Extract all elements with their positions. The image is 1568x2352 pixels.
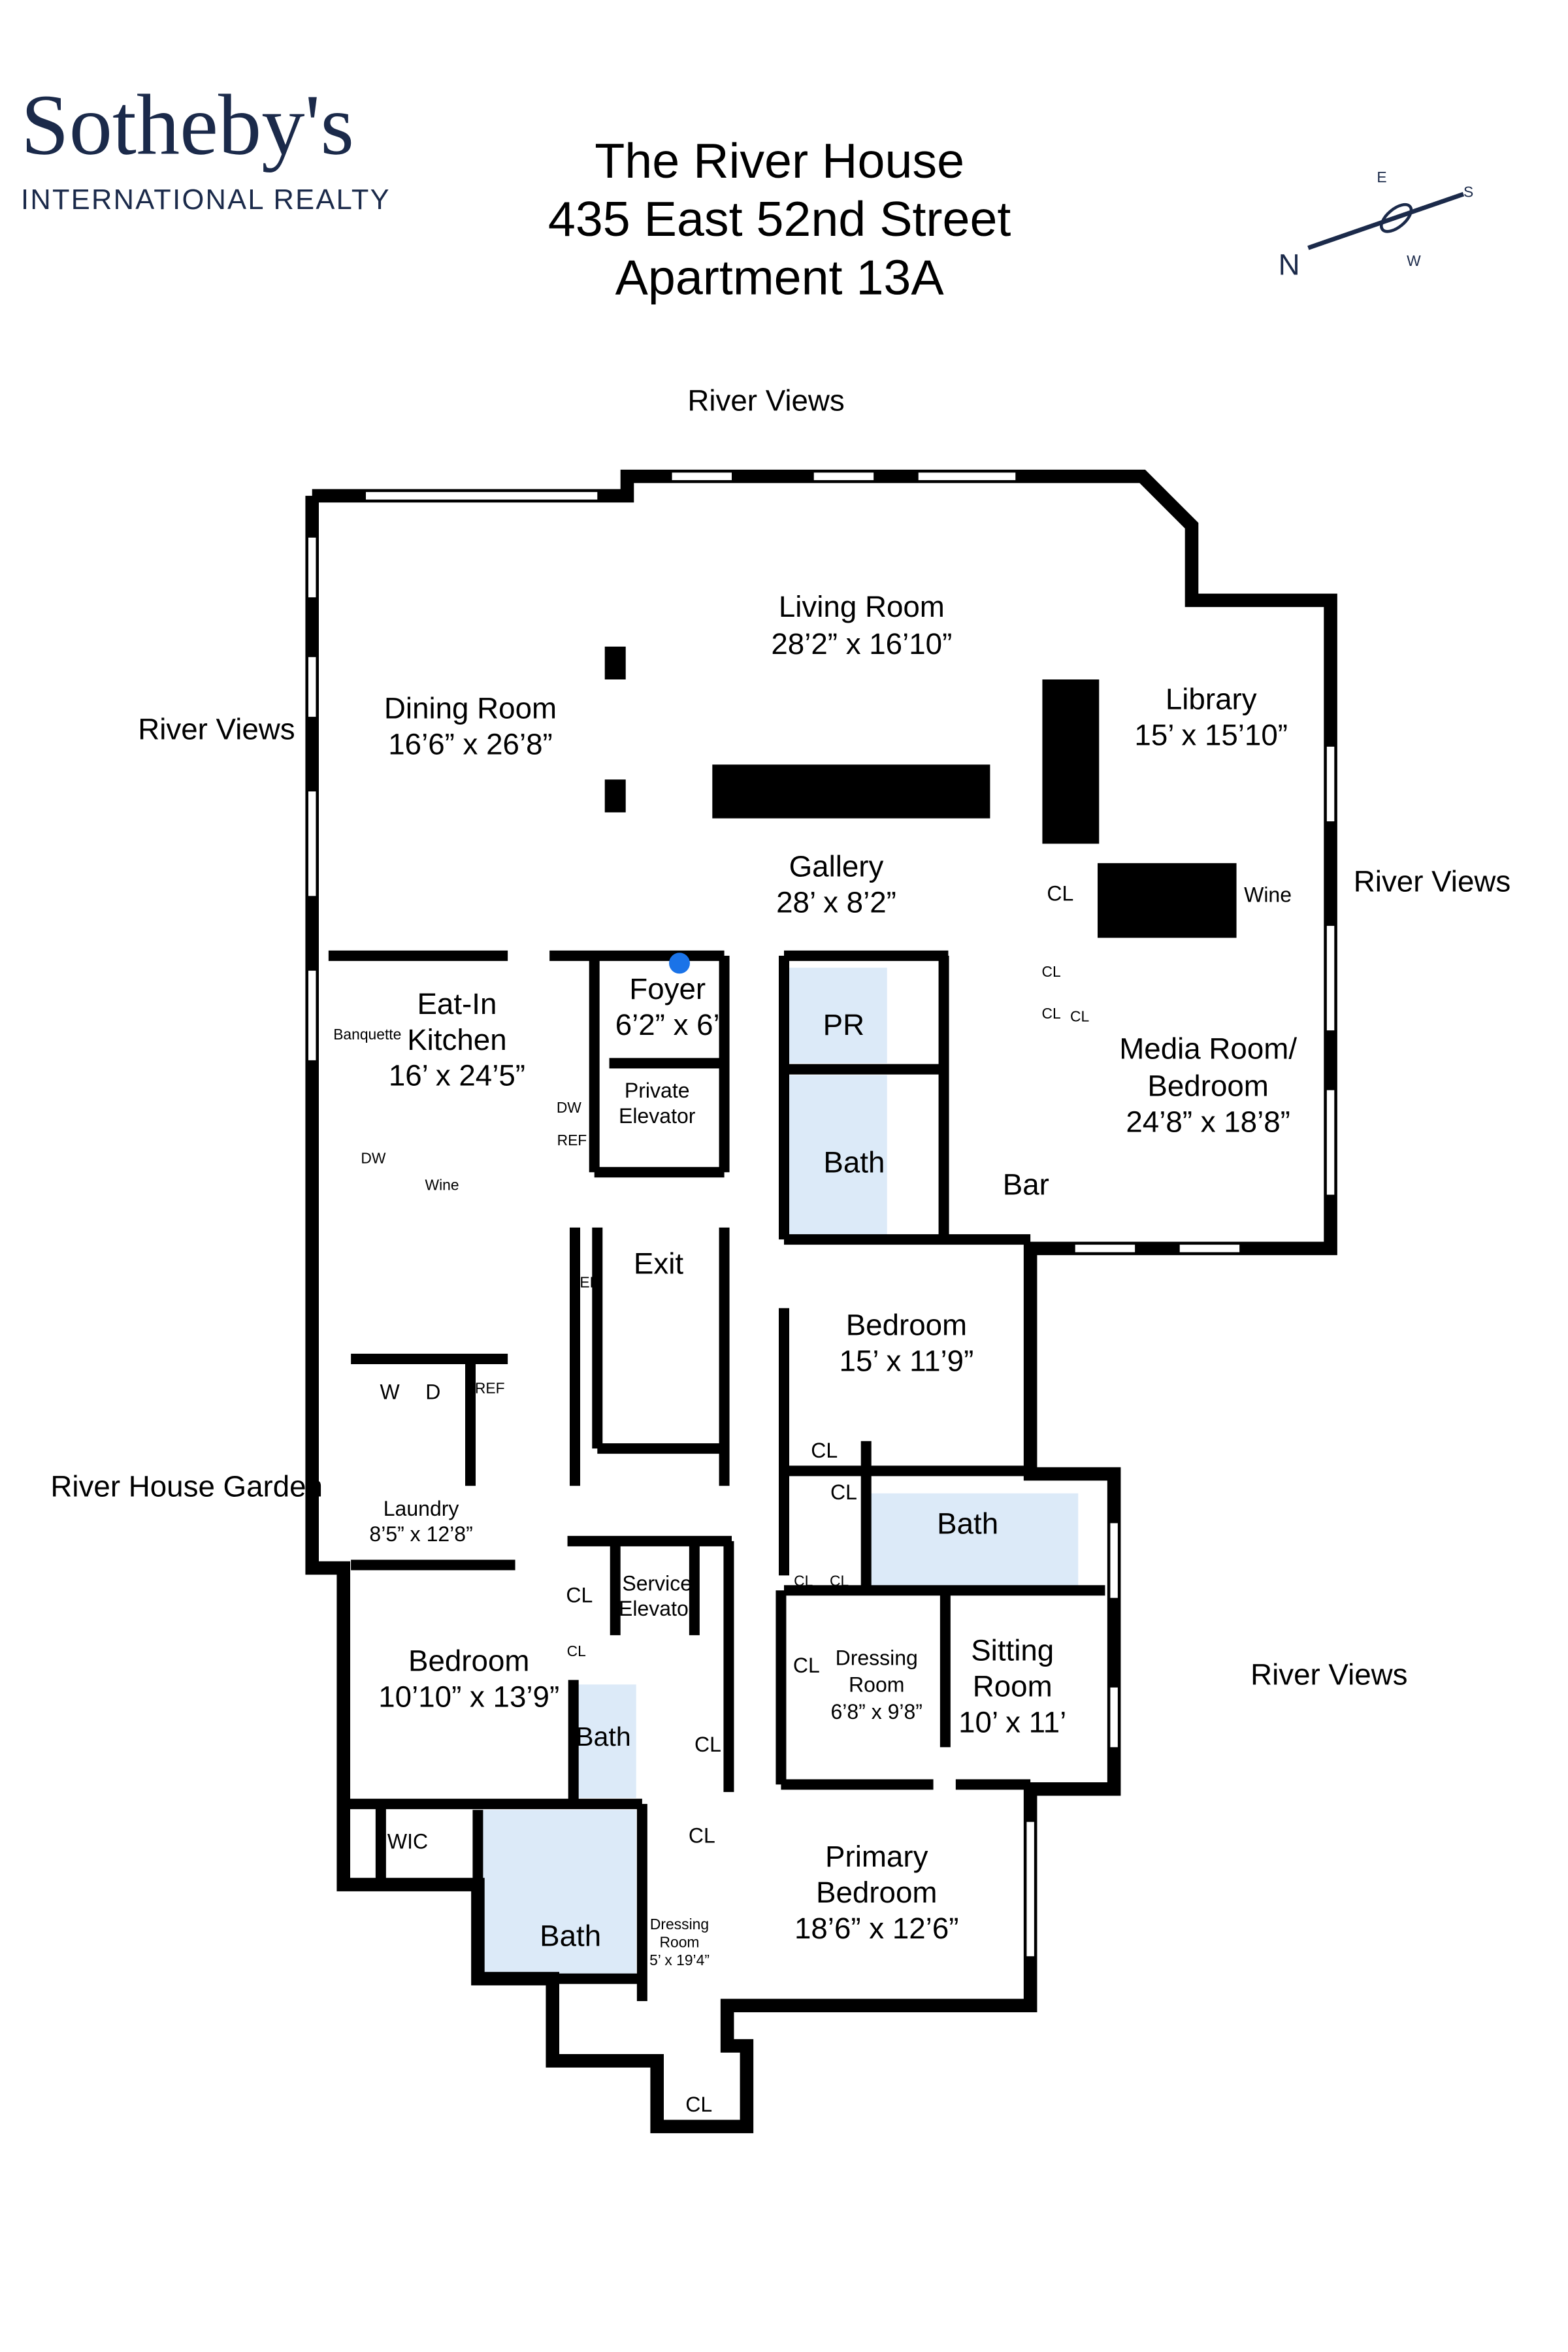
sothebys-logo: Sotheby's INTERNATIONAL REALTY — [21, 76, 391, 216]
dressing-room-2-label: Dressing — [650, 1916, 709, 1933]
media-room-dims: 24’8” x 18’8” — [1126, 1105, 1290, 1139]
dressing-room-2-dims: 5’ x 19’4” — [649, 1952, 710, 1968]
closet-label: CL — [1042, 1005, 1061, 1022]
bedroom-label: Bedroom — [846, 1308, 967, 1341]
bath-label: Bath — [823, 1145, 885, 1179]
title-address: 435 East 52nd Street — [548, 191, 1011, 246]
view-label-right-lower: River Views — [1250, 1658, 1407, 1691]
sitting-room-dims: 10’ x 11’ — [958, 1705, 1066, 1739]
view-label-left: River Views — [138, 712, 295, 745]
washer-label: W — [380, 1380, 400, 1404]
bar-label: Bar — [1003, 1168, 1049, 1201]
closet-label: CL — [830, 1572, 849, 1589]
private-elevator-label: Private — [625, 1079, 690, 1102]
bedroom-2-label: Bedroom — [408, 1644, 529, 1678]
dressing-room-label-2: Room — [849, 1673, 904, 1697]
closet-label: CL — [811, 1439, 838, 1462]
foyer-dims: 6’2” x 6’ — [615, 1008, 720, 1041]
kitchen-dims: 16’ x 24’5” — [389, 1059, 525, 1092]
dining-room-label: Dining Room — [384, 691, 557, 725]
wine-label: Wine — [1244, 883, 1292, 907]
dressing-room-dims: 6’8” x 9’8” — [830, 1700, 923, 1723]
powder-room-label: PR — [823, 1008, 865, 1041]
closet-label: CL — [566, 1584, 593, 1607]
logo-tagline: INTERNATIONAL REALTY — [21, 184, 391, 216]
library-label: Library — [1166, 683, 1257, 716]
living-room-label: Living Room — [779, 590, 945, 623]
sitting-room-label-2: Room — [973, 1670, 1053, 1703]
bath-label-2: Bath — [937, 1507, 998, 1540]
library-dims: 15’ x 15’10” — [1134, 719, 1288, 752]
wine-fridge-label: Wine — [425, 1177, 459, 1194]
service-elevator-label-2: Elevator — [619, 1597, 696, 1620]
compass-e: E — [1377, 169, 1386, 186]
media-room-label-2: Bedroom — [1147, 1070, 1268, 1103]
garden-label: River House Garden — [50, 1469, 323, 1503]
closet-label: CL — [1070, 1007, 1089, 1024]
kitchen-label-2: Kitchen — [407, 1023, 506, 1056]
dressing-room-2-label-2: Room — [660, 1934, 700, 1951]
logo-wordmark: Sotheby's — [21, 76, 354, 172]
media-room-label: Media Room/ — [1119, 1032, 1297, 1066]
dishwasher-label: DW — [557, 1099, 581, 1116]
compass-icon: N E S W — [1279, 169, 1474, 282]
closet-label: CL — [793, 1654, 820, 1677]
title-building: The River House — [595, 133, 964, 188]
living-room-dims: 28’2” x 16’10” — [771, 627, 952, 661]
closet-label: CL — [685, 2093, 712, 2116]
dryer-label: D — [425, 1380, 440, 1404]
fixture-labels: CL CL CL CL CL Wine Banquette DW Wine DW… — [333, 714, 1292, 2116]
refrigerator-label: REF — [569, 1273, 599, 1290]
title-unit: Apartment 13A — [615, 250, 945, 304]
primary-bedroom-dims: 18’6” x 12’6” — [794, 1912, 959, 1945]
laundry-label: Laundry — [384, 1497, 459, 1520]
private-elevator-label-2: Elevator — [619, 1104, 696, 1128]
closet-label: CL — [1047, 881, 1073, 905]
compass-s: S — [1463, 184, 1473, 201]
refrigerator-label: REF — [557, 1132, 587, 1149]
foyer-label: Foyer — [629, 972, 706, 1005]
bath-label-3: Bath — [576, 1722, 631, 1752]
closet-label: CL — [830, 1480, 857, 1504]
dishwasher-label: DW — [361, 1150, 385, 1167]
closet-label: CL — [1042, 963, 1061, 980]
gallery-label: Gallery — [789, 850, 884, 883]
closet-label: CL — [1064, 714, 1090, 738]
exit-label: Exit — [634, 1247, 683, 1281]
kitchen-label: Eat-In — [417, 987, 497, 1021]
compass-n: N — [1279, 248, 1300, 282]
exterior-wall — [305, 469, 1337, 2134]
laundry-dims: 8’5” x 12’8” — [369, 1522, 472, 1546]
bath-label-4: Bath — [540, 1919, 601, 1952]
dining-room-dims: 16’6” x 26’8” — [388, 727, 553, 760]
compass-w: W — [1407, 252, 1421, 269]
closet-label: CL — [794, 1572, 813, 1589]
dressing-room-label: Dressing — [836, 1646, 918, 1670]
service-elevator-label: Service — [622, 1571, 692, 1595]
view-label-top: River Views — [687, 384, 844, 417]
primary-bedroom-label: Primary — [825, 1840, 928, 1873]
gallery-dims: 28’ x 8’2” — [776, 886, 896, 919]
closet-label: CL — [694, 1733, 721, 1756]
view-label-right: River Views — [1354, 865, 1511, 898]
refrigerator-label: REF — [475, 1380, 505, 1397]
windows — [308, 472, 1335, 1957]
interior-walls — [328, 646, 1237, 2001]
closet-label: CL — [567, 1642, 586, 1659]
bedroom-2-dims: 10’10” x 13’9” — [378, 1680, 559, 1714]
closet-label: CL — [689, 1824, 715, 1848]
bedroom-dims: 15’ x 11’9” — [840, 1344, 974, 1377]
wic-label: WIC — [387, 1830, 428, 1854]
primary-bedroom-label-2: Bedroom — [816, 1876, 937, 1909]
banquette-label: Banquette — [333, 1026, 401, 1043]
entry-marker — [669, 953, 690, 974]
sitting-room-label: Sitting — [971, 1634, 1054, 1667]
bath-areas — [481, 968, 1079, 1974]
